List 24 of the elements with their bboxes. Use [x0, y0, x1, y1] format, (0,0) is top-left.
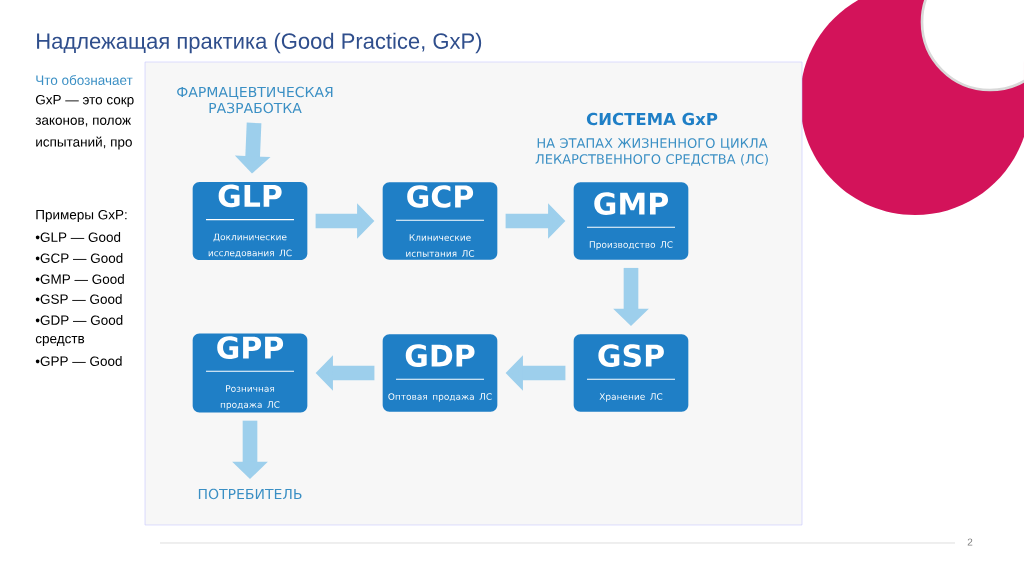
process-box: GMP Производство ЛС: [573, 182, 689, 260]
body-text: •GCP — Good: [35, 253, 123, 263]
process-box: GLP Доклинические исследования ЛС: [192, 181, 308, 261]
body-text: GxP — это сокр: [35, 94, 134, 108]
stage-text: ПОТРЕБИТЕЛЬ: [198, 488, 302, 500]
heading-text: СИСТЕМА GxP: [586, 112, 718, 126]
body-text: •GDP — Good: [35, 315, 123, 325]
body-text: •GPP — Good: [35, 356, 122, 366]
body-text: законов, полож: [35, 117, 131, 127]
body-text: испытаний, про: [36, 136, 132, 150]
stage-text: ФАРМАЦЕВТИЧЕСКАЯ РАЗРАБОТКА: [177, 86, 333, 114]
body-text: •GSP — Good: [35, 294, 122, 304]
page-number: 2: [967, 538, 973, 546]
process-box: GSP Хранение ЛС: [573, 334, 689, 412]
heading-text: Что обозначает: [36, 75, 133, 85]
subheading-text: НА ЭТАПАХ ЖИЗНЕННОГО ЦИКЛА ЛЕКАРСТВЕННОГО СРЕДСТВА (ЛС): [535, 138, 768, 166]
process-box: GPP Розничная продажа ЛС: [192, 333, 308, 413]
process-box: GCP Клинические испытания ЛС: [382, 182, 498, 260]
heading-text: Примеры GxP:: [36, 209, 127, 223]
body-text: •GMP — Good: [35, 274, 124, 284]
body-text: средств: [35, 335, 85, 347]
process-box: GDP Оптовая продажа ЛС: [382, 334, 498, 412]
body-text: •GLP — Good: [35, 232, 121, 242]
title: Надлежащая практика (Good Practice, GxP): [37, 32, 482, 54]
